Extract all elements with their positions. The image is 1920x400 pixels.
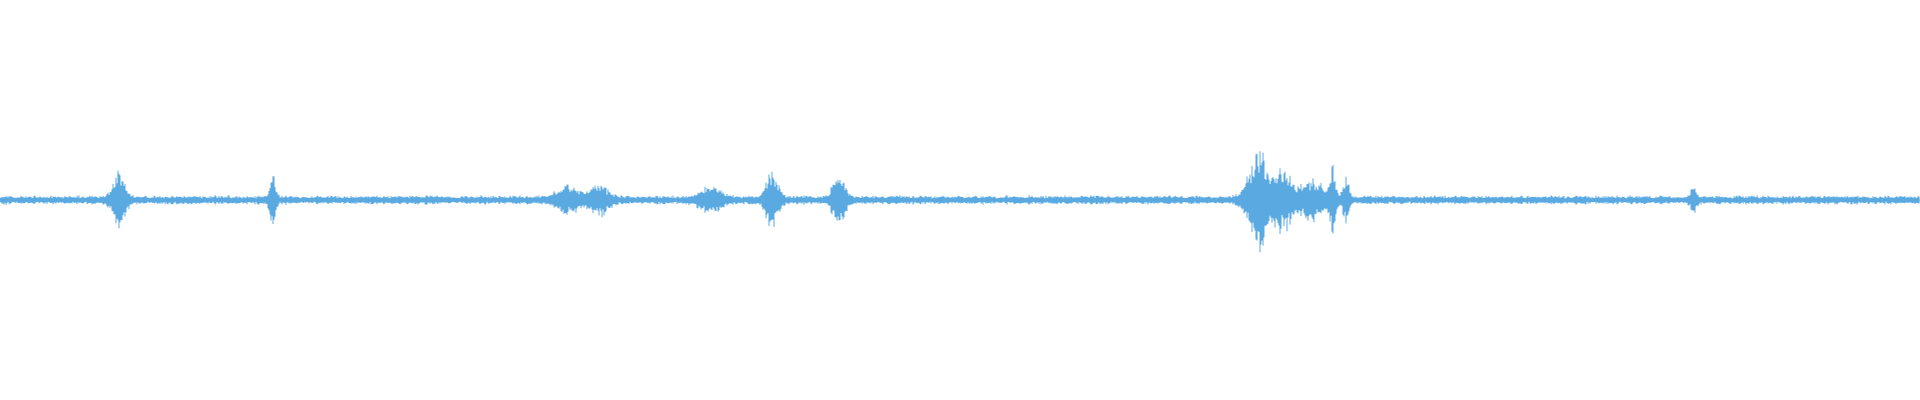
waveform-trace (0, 151, 1920, 253)
